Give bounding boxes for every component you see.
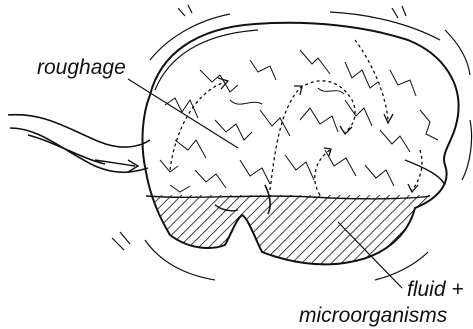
microorganisms-label: microorganisms	[299, 304, 448, 327]
esophagus-tube	[8, 115, 150, 173]
roughage-label: roughage	[37, 56, 126, 79]
roughage-fibres	[160, 50, 438, 192]
fluid-label: fluid +	[407, 278, 464, 301]
